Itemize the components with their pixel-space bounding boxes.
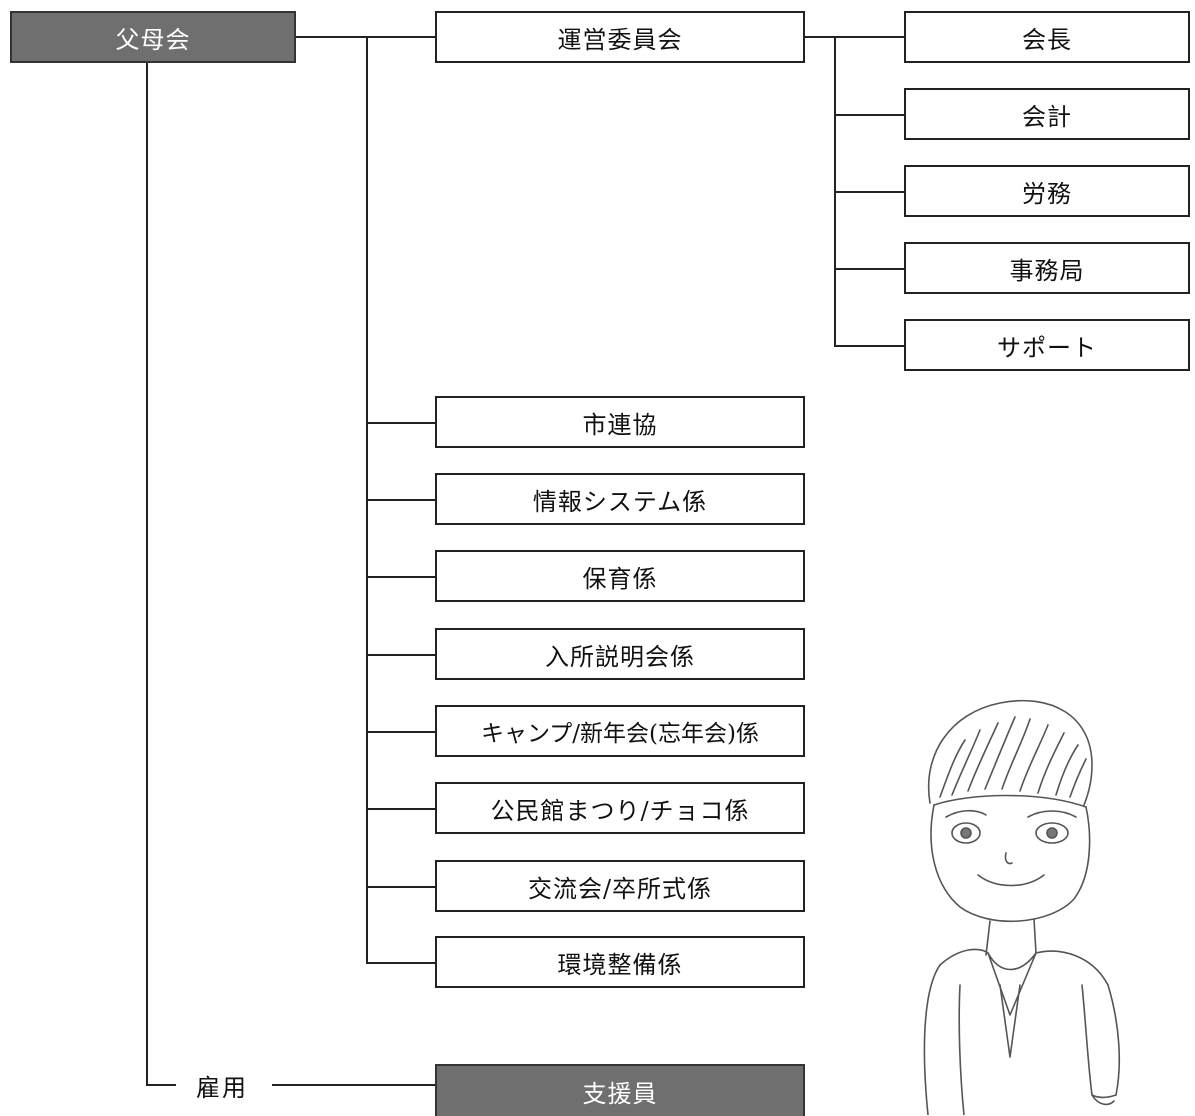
- root-label: 父母会: [115, 25, 191, 54]
- committee-label: 環境整備係: [557, 950, 683, 979]
- support-staff-label: 支援員: [582, 1079, 658, 1108]
- committee-node: 公民館まつり/チョコ係: [435, 782, 805, 834]
- committee-label: 入所説明会係: [545, 642, 695, 671]
- steering-committee-label: 運営委員会: [557, 25, 683, 54]
- officer-label: 労務: [1022, 179, 1072, 208]
- committee-label: 市連協: [582, 410, 658, 439]
- officer-label: サポート: [997, 333, 1097, 362]
- officer-label: 事務局: [1009, 256, 1085, 285]
- committee-node: 入所説明会係: [435, 628, 805, 680]
- committee-node: 環境整備係: [435, 936, 805, 988]
- character-sketch-illustration: [923, 699, 1121, 1115]
- committee-label: 交流会/卒所式係: [527, 874, 713, 903]
- officer-label: 会長: [1022, 25, 1072, 54]
- steering-committee-node: 運営委員会: [435, 11, 805, 63]
- committee-node: 市連協: [435, 396, 805, 448]
- committee-node: 情報システム係: [435, 473, 805, 525]
- employment-label: 雇用: [196, 1074, 248, 1102]
- officer-node-president: 会長: [904, 11, 1190, 63]
- officer-node-secretariat: 事務局: [904, 242, 1190, 294]
- officer-node-support: サポート: [904, 319, 1190, 371]
- committee-node: 保育係: [435, 550, 805, 602]
- committee-label: 公民館まつり/チョコ係: [490, 796, 750, 825]
- committee-node: キャンプ/新年会(忘年会)係: [435, 705, 805, 757]
- officer-node-treasurer: 会計: [904, 88, 1190, 140]
- officer-node-labor: 労務: [904, 165, 1190, 217]
- officer-label: 会計: [1022, 102, 1072, 131]
- root-node: 父母会: [10, 11, 296, 63]
- committee-node: 交流会/卒所式係: [435, 860, 805, 912]
- committee-label: 保育係: [582, 564, 658, 593]
- support-staff-node: 支援員: [435, 1064, 805, 1116]
- committee-label: キャンプ/新年会(忘年会)係: [480, 721, 759, 747]
- committee-label: 情報システム係: [532, 487, 708, 516]
